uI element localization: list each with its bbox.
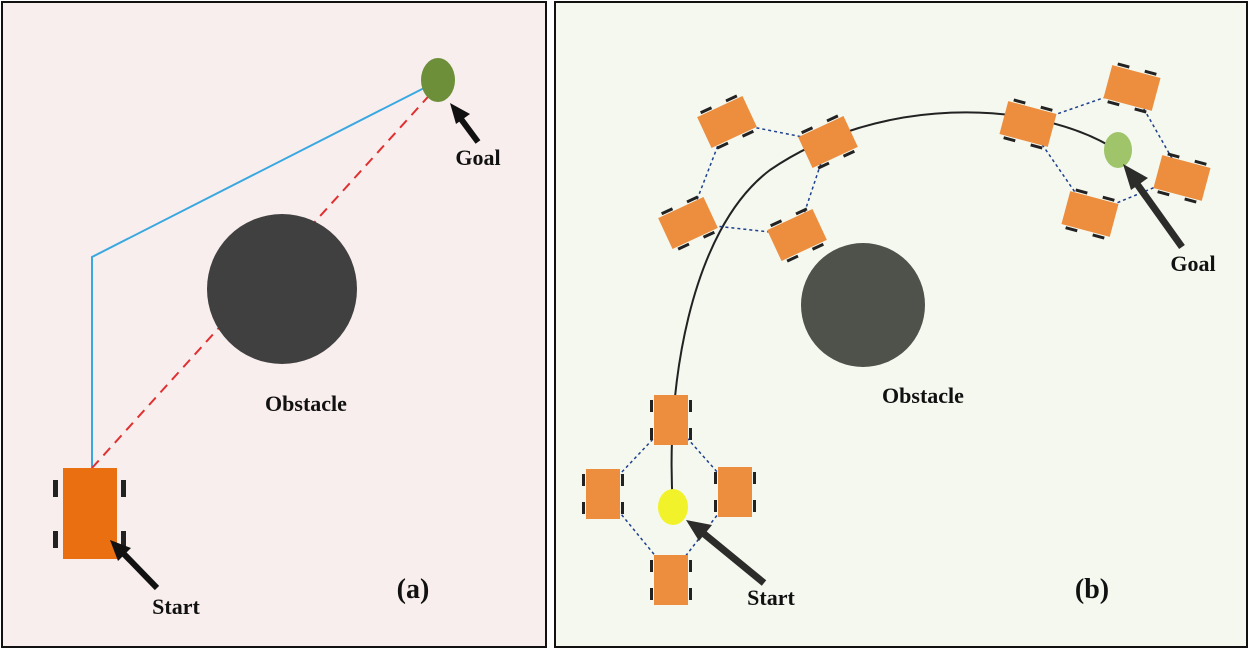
goal-label-b: Goal bbox=[1170, 251, 1215, 276]
robot-bottom bbox=[650, 555, 692, 605]
solid-path bbox=[91, 84, 431, 468]
obstacle-label: Obstacle bbox=[265, 391, 347, 416]
goal-label: Goal bbox=[455, 145, 500, 170]
panel-b: Goal Obstacle Start (b) bbox=[554, 1, 1248, 648]
start-label-b: Start bbox=[747, 585, 795, 610]
middle-formation bbox=[656, 92, 860, 265]
robot bbox=[53, 468, 126, 559]
goal-arrow bbox=[450, 103, 481, 144]
robot-right bbox=[714, 467, 756, 517]
panel-a-caption: (a) bbox=[397, 574, 430, 605]
start-arrow bbox=[110, 540, 160, 591]
start-marker bbox=[658, 489, 688, 525]
goal-arrow-b bbox=[1123, 164, 1185, 250]
panel-b-caption: (b) bbox=[1075, 574, 1109, 605]
goal-marker-b bbox=[1104, 132, 1132, 168]
obstacle bbox=[207, 214, 357, 364]
obstacle-b bbox=[801, 243, 925, 367]
goal-formation bbox=[998, 61, 1212, 241]
goal-marker bbox=[421, 58, 455, 102]
panel-a: Goal Obstacle Start (a) bbox=[1, 1, 547, 648]
robot-top bbox=[650, 395, 692, 445]
robot-left bbox=[582, 469, 624, 519]
obstacle-label-b: Obstacle bbox=[882, 383, 964, 408]
start-arrow-b bbox=[686, 520, 767, 586]
start-label: Start bbox=[152, 594, 200, 619]
